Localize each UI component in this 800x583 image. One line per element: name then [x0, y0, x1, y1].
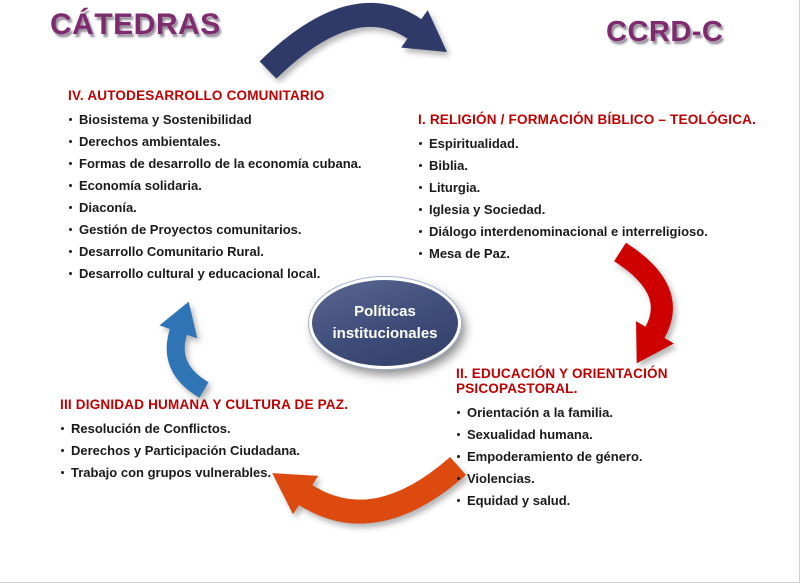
section-i-heading: I. RELIGIÓN / FORMACIÓN BÍBLICO – TEOLÓG… — [418, 112, 757, 127]
arrow-up-icon — [159, 301, 209, 398]
list-item: Desarrollo cultural y educacional local. — [68, 265, 380, 283]
section-iii-list: Resolución de Conflictos. Derechos y Par… — [60, 420, 380, 482]
center-ellipse-politicas: Políticas institucionales — [309, 277, 461, 369]
section-iv-heading: IV. AUTODESARROLLO COMUNITARIO — [68, 88, 325, 103]
list-item: Formas de desarrollo de la economía cuba… — [68, 155, 380, 173]
page-title-ccrdc: CCRD-C — [606, 16, 724, 48]
arrow-down-icon — [613, 242, 674, 364]
ellipse-label-line1: Políticas — [354, 303, 416, 320]
section-iii-dignidad: III DIGNIDAD HUMANA Y CULTURA DE PAZ. Re… — [60, 397, 380, 486]
list-item: Biosistema y Sostenibilidad — [68, 111, 380, 129]
page-title-catedras: CÁTEDRAS — [50, 8, 221, 41]
list-item: Desarrollo Comunitario Rural. — [68, 243, 380, 261]
list-item: Iglesia y Sociedad. — [418, 201, 763, 219]
list-item: Mesa de Paz. — [418, 245, 763, 263]
ellipse-label-line2: institucionales — [332, 325, 438, 342]
list-item: Liturgia. — [418, 179, 763, 197]
section-i-religion: I. RELIGIÓN / FORMACIÓN BÍBLICO – TEOLÓG… — [418, 112, 763, 267]
arrow-bottom-left-icon — [272, 456, 466, 524]
list-item: Empoderamiento de género. — [456, 448, 756, 466]
list-item: Violencias. — [456, 470, 756, 488]
list-item: Diálogo interdenominacional e interrelig… — [418, 223, 763, 241]
section-ii-list: Orientación a la familia. Sexualidad hum… — [456, 404, 756, 510]
list-item: Derechos ambientales. — [68, 133, 380, 151]
list-item: Economía solidaria. — [68, 177, 380, 195]
list-item: Diaconía. — [68, 199, 380, 217]
list-item: Equidad y salud. — [456, 492, 756, 510]
list-item: Resolución de Conflictos. — [60, 420, 380, 438]
section-iv-autodesarrollo: IV. AUTODESARROLLO COMUNITARIO Biosistem… — [68, 88, 380, 287]
list-item: Derechos y Participación Ciudadana. — [60, 442, 380, 460]
list-item: Orientación a la familia. — [456, 404, 756, 422]
list-item: Sexualidad humana. — [456, 426, 756, 444]
list-item: Espiritualidad. — [418, 135, 763, 153]
section-iii-heading: III DIGNIDAD HUMANA Y CULTURA DE PAZ. — [60, 397, 349, 412]
list-item: Trabajo con grupos vulnerables. — [60, 464, 380, 482]
list-item: Biblia. — [418, 157, 763, 175]
section-ii-educacion: II. EDUCACIÓN Y ORIENTACIÓN PSICOPASTORA… — [456, 366, 756, 514]
section-i-list: Espiritualidad. Biblia. Liturgia. Iglesi… — [418, 135, 763, 263]
section-iv-list: Biosistema y Sostenibilidad Derechos amb… — [68, 111, 380, 283]
arrow-top-right-icon — [259, 2, 448, 79]
list-item: Gestión de Proyectos comunitarios. — [68, 221, 380, 239]
section-ii-heading: II. EDUCACIÓN Y ORIENTACIÓN PSICOPASTORA… — [456, 366, 668, 396]
